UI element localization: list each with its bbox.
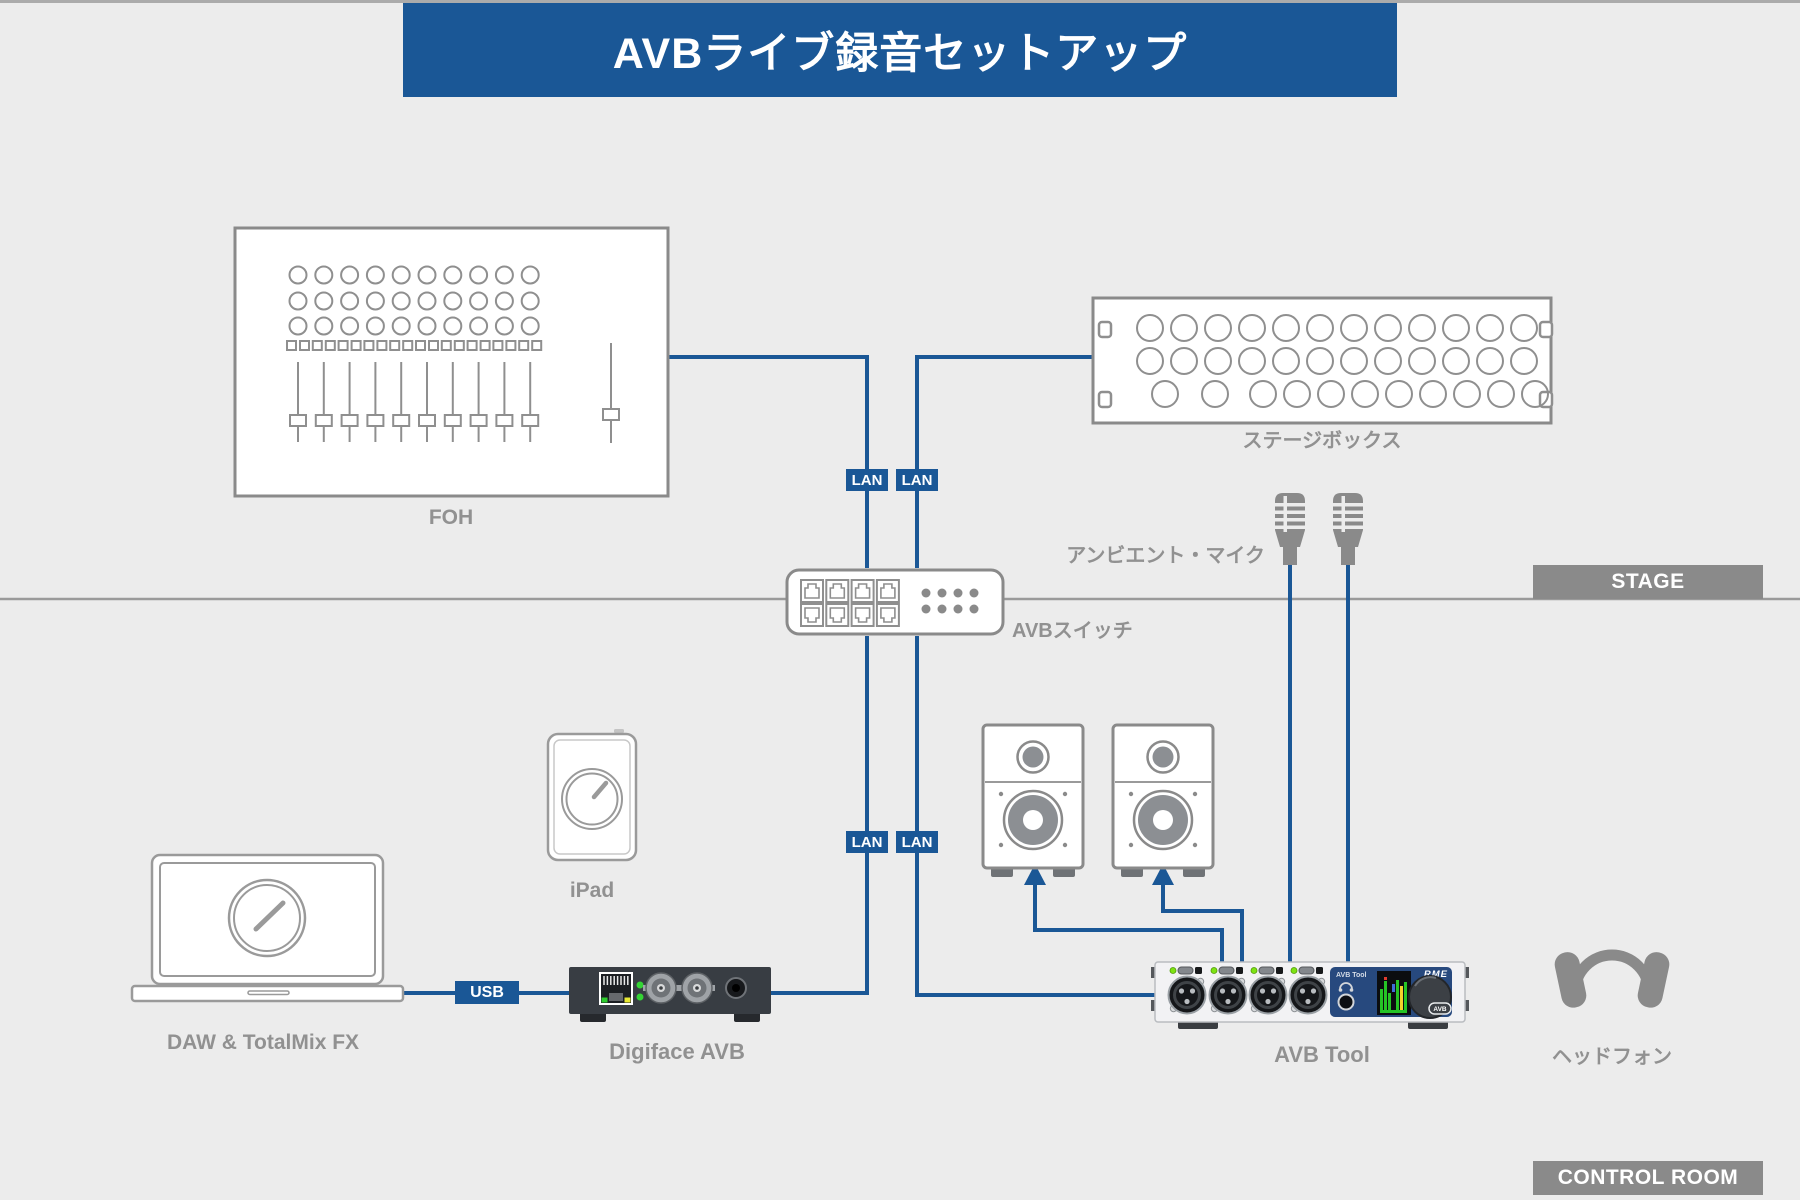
stagebox-connectors [1097, 314, 1554, 409]
digiface-foot-left [580, 1012, 606, 1022]
title-banner: AVBライブ録音セットアップ [403, 3, 1397, 97]
headphones-label: ヘッドフォン [1552, 1046, 1672, 1068]
control-room-zone-tag: CONTROL ROOM [1533, 1161, 1763, 1195]
headphone-jack-icon-cup [1349, 988, 1354, 992]
avbtool-ear [1463, 1000, 1469, 1011]
digiface-label: Digiface AVB [609, 1039, 745, 1064]
laptop-screen [159, 862, 376, 977]
lan-tag-digiface: LAN [846, 831, 888, 853]
arrowhead-right-speaker [1152, 864, 1174, 885]
lan-tag-stagebox: LAN [896, 469, 938, 491]
stage-box-device [1091, 296, 1554, 425]
laptop-knob-outer [227, 878, 307, 958]
headphones-icon [1554, 949, 1670, 1008]
digiface-foot-right [734, 1012, 760, 1022]
ipad-screen [553, 739, 631, 855]
avbtool-ear [1151, 967, 1157, 978]
ambient-mics [1275, 493, 1363, 565]
cable-switch-to-digiface [771, 636, 869, 995]
ipad-knob-outer [561, 768, 623, 830]
stage-zone-tag: STAGE [1533, 565, 1763, 599]
rme-logo: RME [1424, 969, 1448, 980]
cable-stagebox-to-switch [915, 355, 1093, 568]
ipad-label: iPad [569, 879, 615, 902]
usb-tag: USB [455, 981, 519, 1004]
cable-to-left-speaker [1033, 882, 1224, 962]
avbtool-panel-title: AVB Tool [1336, 972, 1367, 979]
lan-tag-foh: LAN [846, 469, 888, 491]
laptop-knob-pointer [253, 900, 286, 932]
connection-lines [403, 355, 1350, 997]
daw-label: DAW & TotalMix FX [166, 1031, 360, 1054]
avb-badge-label: AVB [1433, 1006, 1447, 1013]
digiface-device [569, 967, 771, 1022]
avbtool-screen [1377, 971, 1411, 1015]
avb-tool-device: AVB Tool RME AVB [1151, 961, 1469, 1029]
avb-badge [1428, 1002, 1452, 1015]
avbtool-inputs [1167, 966, 1328, 1015]
avbtool-ear [1151, 1000, 1157, 1011]
headphones-cup-left [1554, 952, 1587, 1008]
avbtool-phones-jack [1337, 993, 1355, 1011]
headphone-jack-icon-cup [1338, 988, 1343, 992]
avb-tool-label: AVB Tool [1274, 1042, 1370, 1067]
avb-switch-device [785, 568, 1005, 636]
cable-foh-to-switch [668, 355, 869, 568]
monitor-speakers [981, 723, 1215, 877]
ipad-knob-inner [565, 772, 619, 826]
switch-ports [800, 579, 979, 627]
foh-controls [286, 265, 620, 443]
laptop-knob-inner [233, 884, 301, 952]
page-title: AVBライブ録音セットアップ [612, 30, 1188, 78]
avbtool-ear [1463, 967, 1469, 978]
ipad-power-button [614, 729, 624, 733]
headphones-band [1569, 949, 1655, 998]
foh-mixer-device [233, 226, 670, 498]
avb-switch-label: AVBスイッチ [1012, 620, 1133, 642]
laptop-base [130, 984, 405, 1003]
headphones-cup-right [1637, 952, 1670, 1008]
cable-to-right-speaker [1161, 882, 1244, 962]
laptop-device [130, 853, 405, 1003]
foh-label: FOH [428, 506, 474, 529]
headphone-jack-icon [1339, 982, 1353, 990]
foh-frame [233, 226, 670, 498]
stagebox-label: ステージボックス [1242, 430, 1402, 452]
laptop-trackpad-notch [247, 990, 290, 996]
digiface-connectors [599, 972, 747, 1005]
ipad-knob-pointer [591, 780, 609, 800]
lan-tag-avbtool: LAN [896, 831, 938, 853]
arrowhead-left-speaker [1024, 864, 1046, 885]
top-border [0, 0, 1800, 3]
ambient-mic-label: アンビエント・マイク [1066, 545, 1265, 567]
avbtool-knob-highlight [1414, 976, 1437, 987]
ipad-device [546, 729, 638, 862]
cable-switch-to-avbtool [915, 636, 1155, 997]
